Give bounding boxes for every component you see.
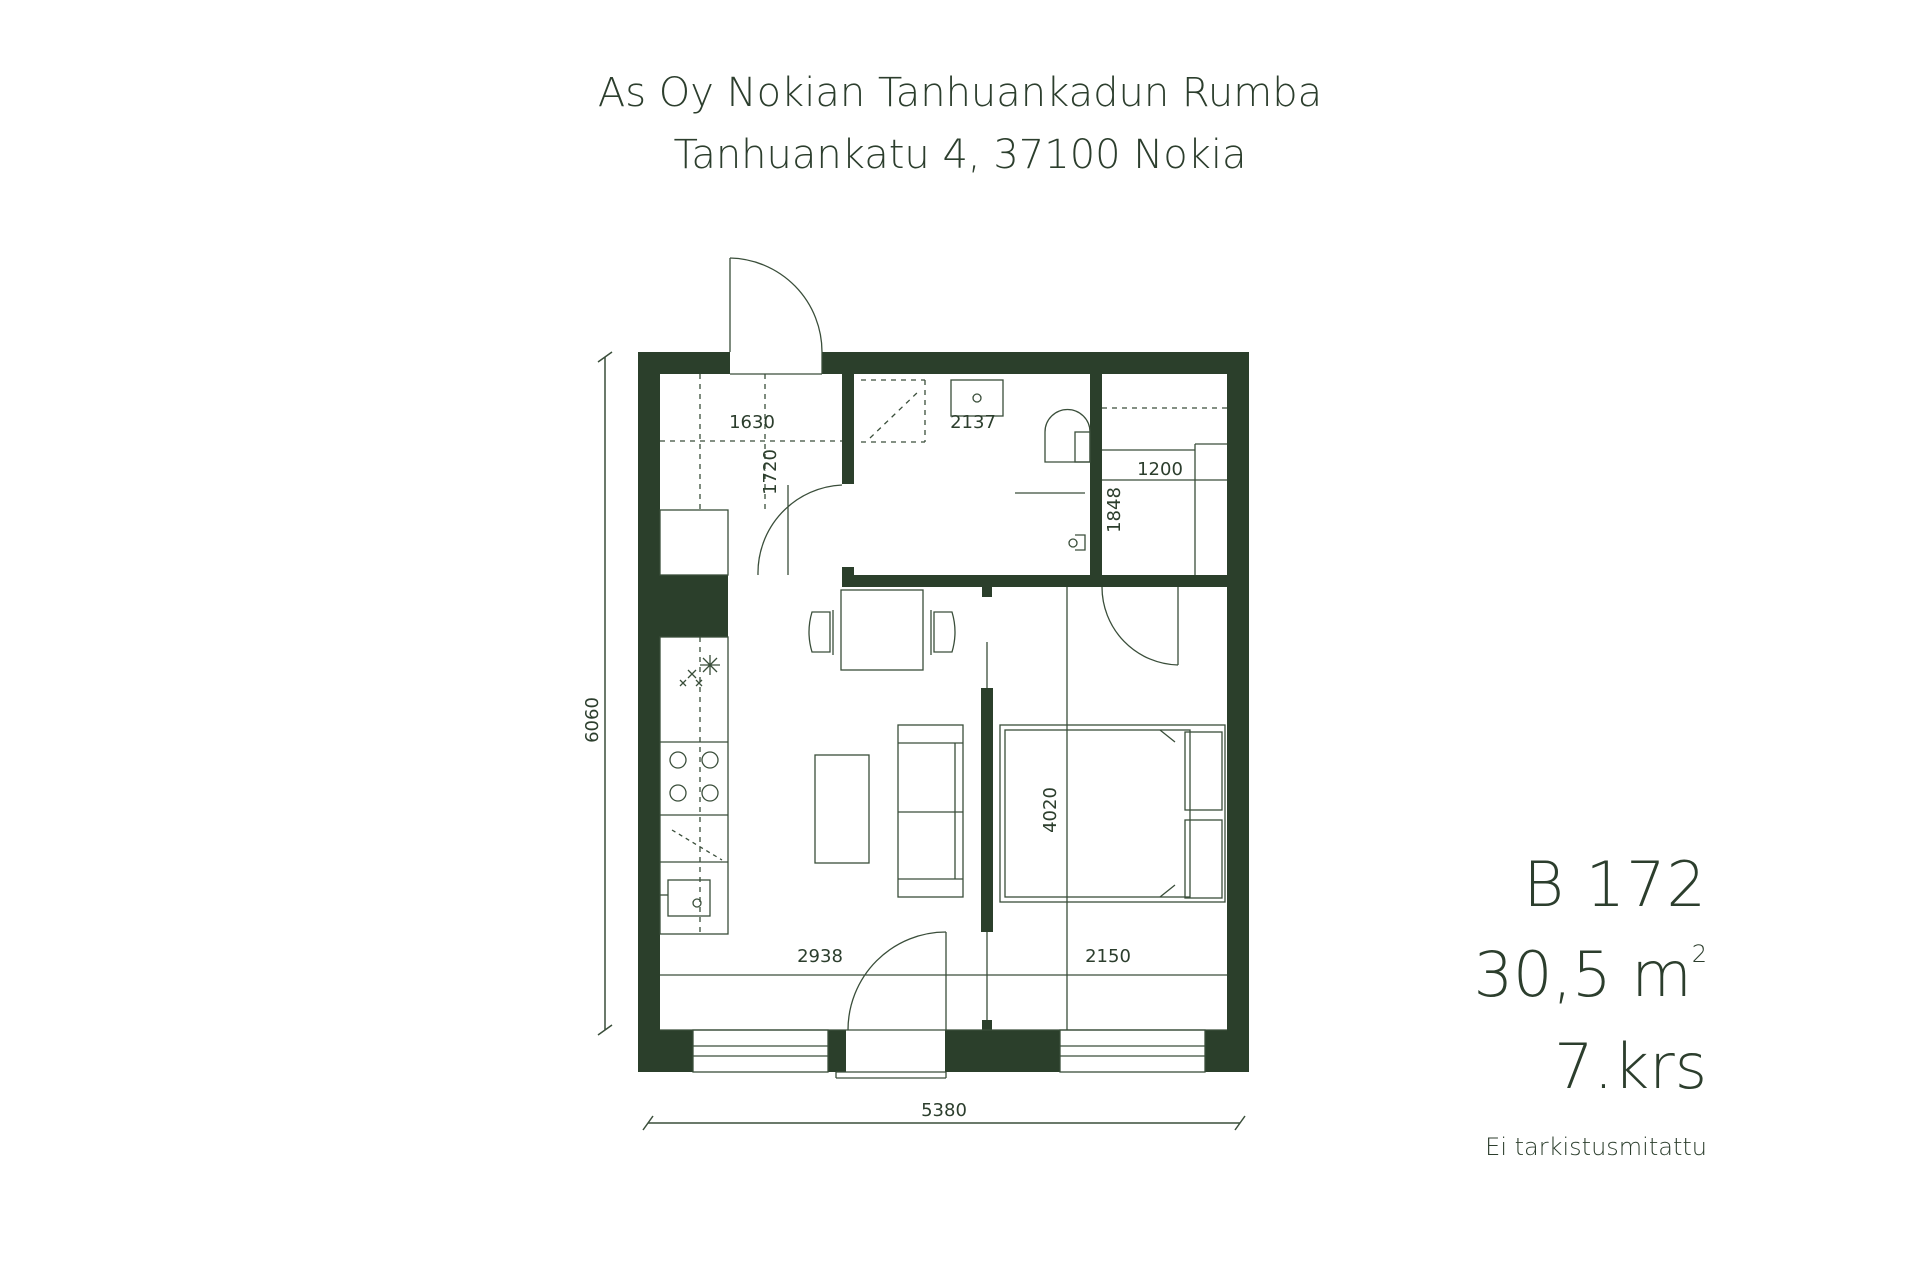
dim-entry-depth: 1720 <box>760 449 781 495</box>
dim-overall-width: 5380 <box>921 1100 967 1121</box>
area-unit-superscript: 2 <box>1691 940 1707 968</box>
dim-storage-depth: 1848 <box>1104 487 1125 533</box>
dim-bath-width: 2137 <box>950 412 996 433</box>
project-address: Tanhuankatu 4, 37100 Nokia <box>673 132 1247 178</box>
exterior-walls <box>638 352 1249 1072</box>
dim-entry-width: 1630 <box>729 412 775 433</box>
measurement-note: Ei tarkistusmitattu <box>1485 1133 1707 1161</box>
project-title: As Oy Nokian Tanhuankadun Rumba <box>597 70 1323 116</box>
dim-bedroom-depth: 4020 <box>1040 787 1061 833</box>
dim-overall-height: 6060 <box>582 697 603 743</box>
apartment-area: 30,5 m2 <box>1474 938 1707 1011</box>
area-value: 30,5 m <box>1473 938 1692 1011</box>
interior-walls <box>842 374 1227 1030</box>
dim-living-width: 2938 <box>797 946 843 967</box>
dim-bedroom-width: 2150 <box>1085 946 1131 967</box>
dim-storage-width: 1200 <box>1137 459 1183 480</box>
floor-number: 7.krs <box>1554 1030 1707 1103</box>
unit-number: B 172 <box>1523 848 1707 921</box>
